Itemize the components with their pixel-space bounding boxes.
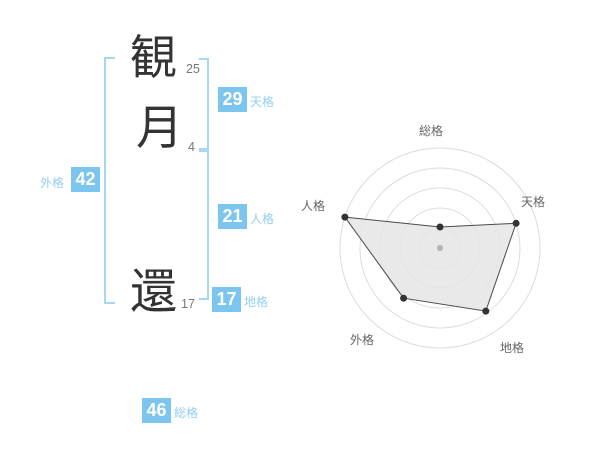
radar-data-point [400, 294, 408, 302]
tenkaku-label: 天格 [250, 95, 275, 109]
radar-ring [359, 167, 521, 329]
radar-axis-label: 地格 [500, 340, 524, 355]
soukaku-badge: 46 [142, 398, 171, 423]
name-character-1: 観 [130, 31, 177, 84]
soukaku-label: 総格 [174, 406, 199, 420]
gaikaku-bracket [104, 57, 115, 304]
radar-chart-area: 総格天格地格 外格 人格 [300, 108, 580, 388]
radar-data-point [436, 223, 444, 231]
radar-polygon [343, 216, 517, 312]
radar-ring [339, 147, 541, 349]
stroke-count-1: 25 [186, 62, 200, 76]
name-character-2: 月 [136, 101, 183, 154]
chikaku-badge: 17 [212, 287, 241, 312]
radar-data-point [341, 213, 349, 221]
jinkaku-badge: 21 [218, 204, 247, 229]
name-character-3: 還 [130, 265, 177, 318]
stroke-count-3: 17 [181, 297, 195, 311]
jinkaku-bracket [199, 150, 209, 300]
radar-axis-label: 外格 [350, 332, 374, 347]
tenkaku-bracket [199, 58, 209, 150]
chikaku-label: 地格 [244, 295, 269, 309]
jinkaku-label: 人格 [250, 212, 275, 226]
radar-center-dot [437, 245, 443, 251]
radar-data-point [482, 307, 490, 315]
radar-axis-label: 人格 [301, 198, 325, 213]
gaikaku-label: 外格 [40, 176, 65, 190]
stroke-count-2: 4 [188, 140, 195, 154]
radar-axis-label: 総格 [419, 123, 443, 138]
radar-axis-label: 天格 [521, 194, 545, 209]
gaikaku-badge: 42 [71, 167, 100, 192]
radar-data-point [512, 219, 520, 227]
tenkaku-badge: 29 [218, 87, 247, 112]
